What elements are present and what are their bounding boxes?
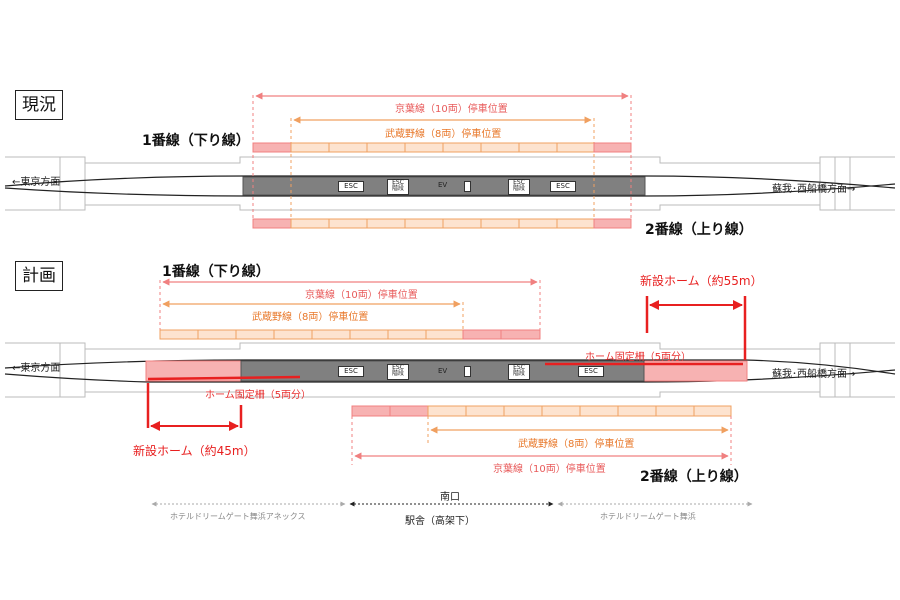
plan-stairs-1-esc: ESC <box>392 364 404 371</box>
plan-new-platform-south-dim <box>146 383 243 431</box>
plan-new-platform-north-label: 新設ホーム（約55m） <box>640 274 763 288</box>
plan-ev-icon <box>464 366 471 377</box>
current-track-2-label: 2番線（上り線） <box>645 222 753 238</box>
current-stairs-2: ESC 階段 <box>508 179 530 195</box>
south-exit-label: 南口 <box>440 492 460 503</box>
current-esc-2: ESC <box>550 181 576 192</box>
section-plan-label: 計画 <box>15 261 63 291</box>
plan-stairs-2: ESC 階段 <box>508 364 530 380</box>
current-dashed-lines-m <box>290 118 595 222</box>
plan-cars-bottom <box>351 405 732 417</box>
plan-fence-south <box>147 375 301 381</box>
plan-dashed-top <box>159 280 541 330</box>
plan-tracks <box>4 359 896 383</box>
station-building-label: 駅舎（高架下） <box>405 516 475 527</box>
plan-keiyo-stop-label-bottom: 京葉線（10両）停車位置 <box>493 464 606 475</box>
plan-cars-top <box>159 329 541 340</box>
plan-esc-2: ESC <box>578 366 604 377</box>
current-ev-icon <box>464 181 471 192</box>
plan-ev-label: EV <box>438 367 448 375</box>
plan-fence-north-label: ホーム固定柵（5両分） <box>585 352 692 363</box>
current-esc-1: ESC <box>338 181 364 192</box>
plan-keiyo-stop-label-top: 京葉線（10両）停車位置 <box>305 290 418 301</box>
hotel-label: ホテルドリームゲート舞浜 <box>600 512 696 521</box>
plan-stairs-1: ESC 階段 <box>387 364 409 380</box>
hotel-annex-label: ホテルドリームゲート舞浜アネックス <box>170 512 306 521</box>
current-stairs-2-esc: ESC <box>513 179 525 186</box>
current-track-1-label: 1番線（下り線） <box>142 133 250 149</box>
plan-stairs-1-label: 階段 <box>391 370 404 377</box>
section-current-label: 現況 <box>15 90 63 120</box>
current-esc-1-label: ESC <box>344 182 358 190</box>
plan-stairs-2-esc: ESC <box>513 364 525 371</box>
plan-dashed-bottom <box>351 416 732 465</box>
plan-viaduct <box>5 342 895 398</box>
current-stairs-1: ESC 階段 <box>387 179 409 195</box>
plan-fence-south-label: ホーム固定柵（5両分） <box>205 390 312 401</box>
current-soga-direction: 蘇我･西船橋方面→ <box>772 184 856 195</box>
current-musashino-stop-label: 武蔵野線（8両）停車位置 <box>385 129 502 140</box>
current-stairs-1-label: 階段 <box>391 185 404 192</box>
plan-new-platform-north-dim <box>645 296 747 360</box>
plan-musashino-stop-label-bottom: 武蔵野線（8両）停車位置 <box>518 439 635 450</box>
current-tokyo-direction: ←東京方面 <box>12 177 61 188</box>
plan-stairs-2-label: 階段 <box>512 370 525 377</box>
plan-esc-1-label: ESC <box>344 367 358 375</box>
current-keiyo-stop-label: 京葉線（10両）停車位置 <box>395 104 508 115</box>
current-stairs-1-esc: ESC <box>392 179 404 186</box>
current-cars-top <box>252 142 632 153</box>
plan-musashino-stop-label-top: 武蔵野線（8両）停車位置 <box>252 312 369 323</box>
plan-soga-direction: 蘇我･西船橋方面→ <box>772 369 856 380</box>
current-cars-bottom <box>252 218 632 229</box>
plan-track-1-label: 1番線（下り線） <box>162 264 270 280</box>
current-stairs-2-label: 階段 <box>512 185 525 192</box>
plan-tokyo-direction: ←東京方面 <box>12 363 61 374</box>
current-ev-label: EV <box>438 181 448 189</box>
plan-track-2-label: 2番線（上り線） <box>640 469 748 485</box>
plan-new-platform-south-label: 新設ホーム（約45m） <box>133 444 256 458</box>
plan-esc-2-label: ESC <box>584 367 598 375</box>
current-tracks <box>4 175 896 197</box>
plan-esc-1: ESC <box>338 366 364 377</box>
current-esc-2-label: ESC <box>556 182 570 190</box>
